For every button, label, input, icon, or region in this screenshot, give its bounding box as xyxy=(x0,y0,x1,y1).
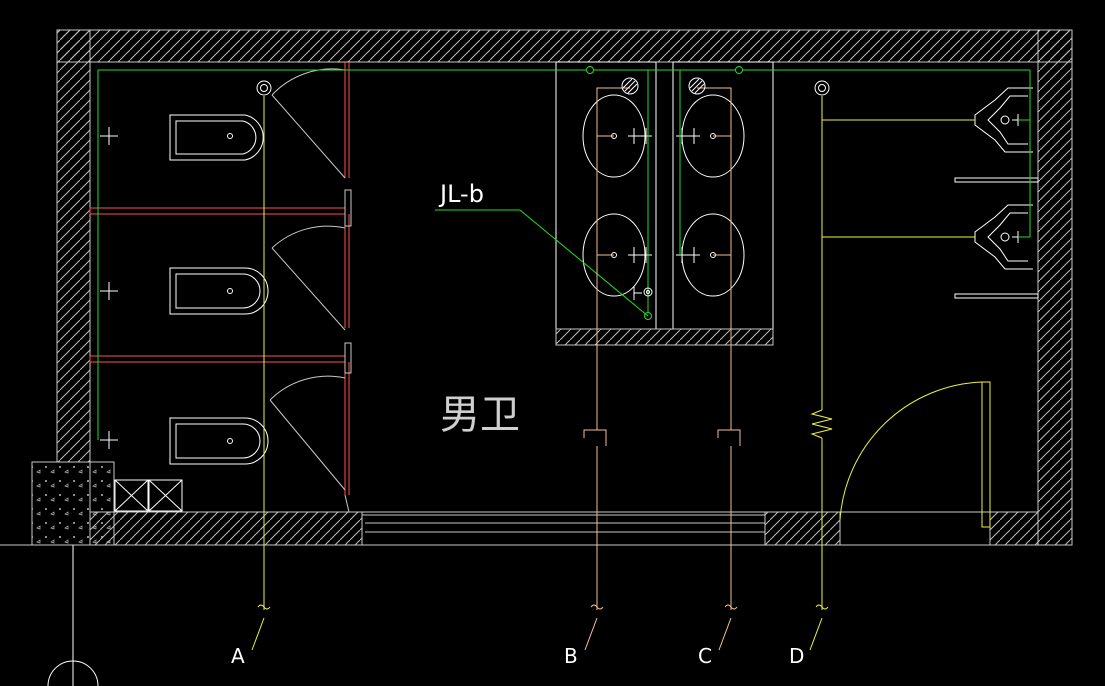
drain-pipes-tan xyxy=(583,87,741,651)
riser-label: JL-b xyxy=(438,180,484,208)
toilet-1 xyxy=(169,114,264,161)
toilets xyxy=(169,114,269,465)
toilet-3 xyxy=(169,417,269,465)
entrance-door xyxy=(839,381,991,528)
pipe-label-d: D xyxy=(789,644,804,668)
urinals xyxy=(954,87,1039,299)
walls xyxy=(0,29,1073,686)
faucets xyxy=(628,128,700,300)
pipe-label-a: A xyxy=(231,644,245,668)
pipe-label-b: B xyxy=(564,644,578,668)
vent-caps xyxy=(256,77,830,96)
washbasin-counters xyxy=(555,61,774,346)
toilet-2 xyxy=(169,267,269,315)
room-label: 男卫 xyxy=(440,392,520,438)
drain-pipes-yellow xyxy=(251,96,975,651)
water-supply-pipes xyxy=(97,66,1031,440)
pipe-label-c: C xyxy=(698,644,712,668)
stall-partitions xyxy=(89,62,352,513)
floor-drains xyxy=(100,127,118,449)
stall-doors xyxy=(269,68,346,491)
